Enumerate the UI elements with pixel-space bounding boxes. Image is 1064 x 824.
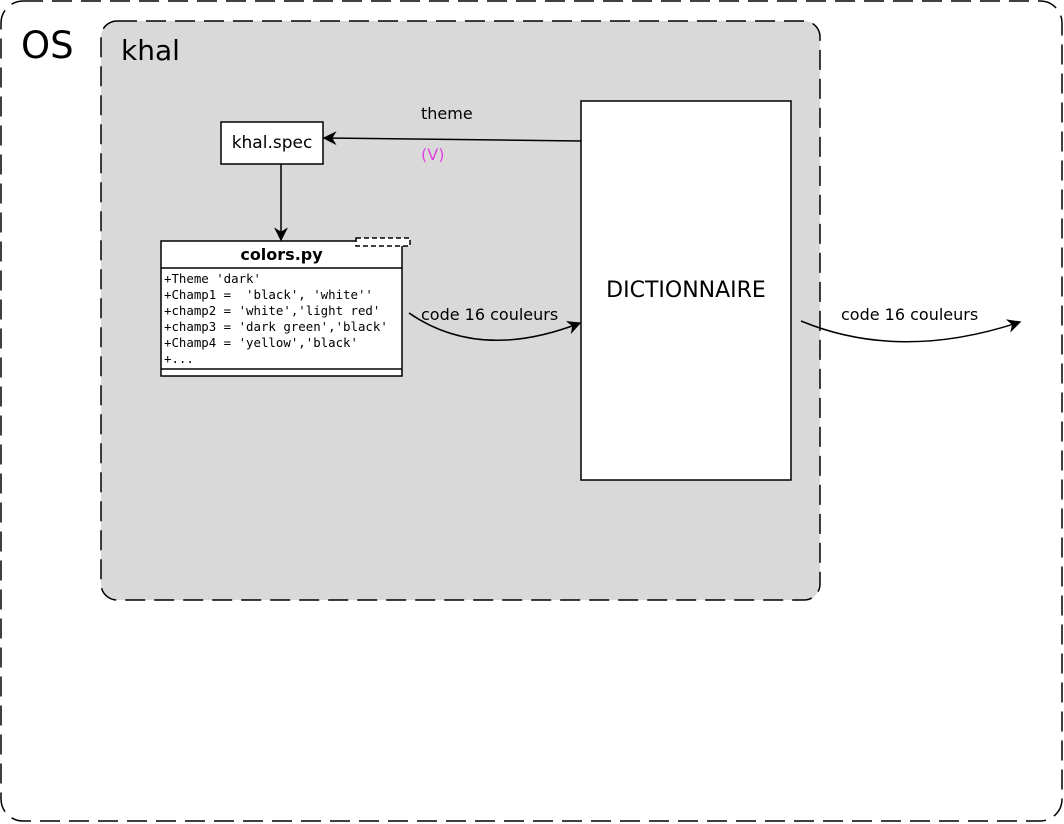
colors-to-dict-arrow	[408, 312, 582, 342]
attribute-row: +champ3 = 'dark green','black'	[164, 319, 388, 334]
theme-arrow	[322, 131, 582, 146]
theme-edge-annotation: (V)	[421, 145, 445, 164]
attribute-row: +Theme 'dark'	[164, 271, 261, 286]
khal-spec-label: khal.spec	[231, 133, 313, 153]
colors-py-class[interactable]	[160, 237, 411, 377]
attribute-row: +champ2 = 'white','light red'	[164, 303, 381, 318]
dict-out-arrow	[800, 319, 1022, 343]
colors-to-dict-label: code 16 couleurs	[421, 305, 559, 324]
dictionnaire-box[interactable]	[580, 100, 792, 481]
template-parameter-tab	[355, 237, 411, 247]
colors-py-title: colors.py	[240, 245, 323, 264]
theme-edge-label: theme	[421, 104, 473, 123]
attribute-row: +Champ1 = 'black', 'white''	[164, 287, 373, 302]
attribute-row: +...	[164, 351, 194, 366]
dict-out-label: code 16 couleurs	[841, 305, 979, 324]
colors-py-attributes: +Theme 'dark' +Champ1 = 'black', 'white'…	[164, 271, 388, 367]
attribute-row: +Champ4 = 'yellow','black'	[164, 335, 358, 350]
dictionnaire-label: DICTIONNAIRE	[606, 278, 766, 303]
os-label: OS	[21, 24, 74, 67]
khal-spec-box[interactable]	[220, 121, 324, 165]
khal-label: khal	[121, 34, 180, 67]
